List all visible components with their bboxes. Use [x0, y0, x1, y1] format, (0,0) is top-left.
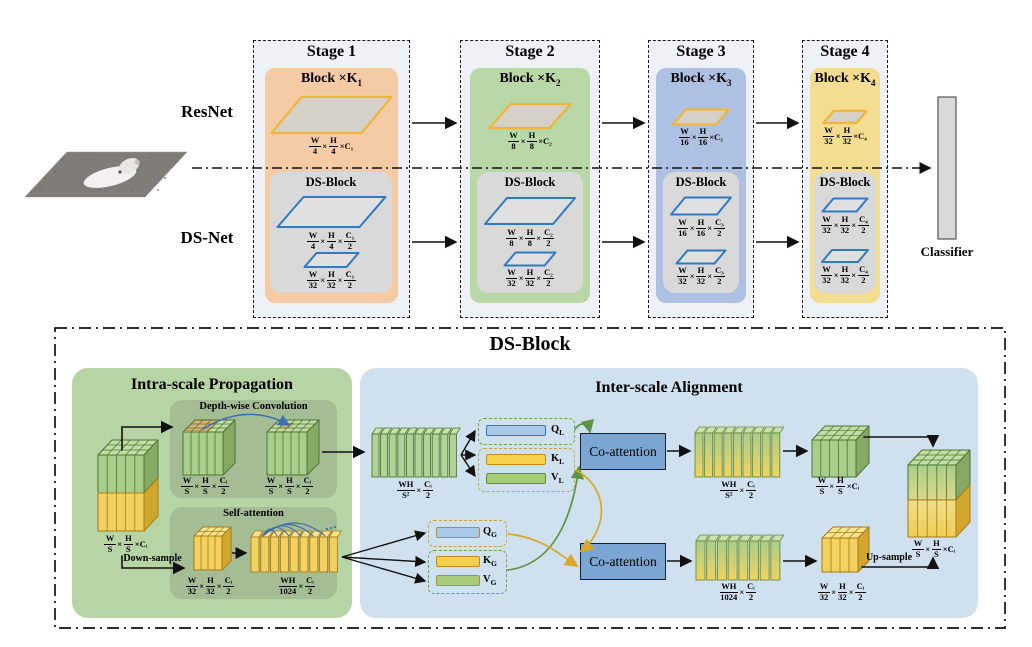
ds-block-section-title: DS-Block [489, 333, 571, 355]
co-attention-label: Co-attention [589, 443, 657, 459]
figure-drawing [24, 95, 1006, 629]
block-label-subscript: 4 [871, 77, 876, 88]
query-local-label: QL [551, 424, 565, 438]
stage-3-title: Stage 3 [676, 43, 726, 60]
query-local-bar [486, 425, 546, 436]
block-label-base: Block ×K [670, 71, 728, 86]
self-attention-title: Self-attention [223, 508, 284, 519]
co-attention-label: Co-attention [589, 553, 657, 569]
value-local-label: VL [551, 472, 564, 486]
stage-2-title: Stage 2 [505, 43, 555, 60]
stage-feature-maps [270, 95, 869, 268]
stage-2-dsblock-title: DS-Block [504, 175, 556, 189]
flow-arrows [192, 116, 932, 249]
down-sample-label: Down-sample [123, 553, 182, 564]
stage-1-block-label: Block ×K1 [265, 71, 398, 88]
depthwise-convolution-title: Depth-wise Convolution [199, 401, 308, 412]
intra-scale-title: Intra-scale Propagation [131, 376, 293, 393]
query-local-dashed-box [478, 418, 575, 445]
up-sample-label: Up-sample [865, 552, 913, 563]
stage-1-dsblock-panel [270, 172, 392, 293]
stage-1-dsblock-title: DS-Block [305, 175, 357, 189]
query-global-label: QG [483, 526, 498, 540]
block-label-base: Block ×K [499, 71, 557, 86]
key-value-global-dashed-box [428, 550, 507, 594]
co-attention-box-local: Co-attention [580, 433, 666, 470]
value-global-bar [436, 575, 480, 586]
stage-3-block-label: Block ×K3 [656, 71, 746, 88]
key-local-label: KL [551, 453, 565, 467]
query-global-dashed-box [428, 520, 507, 547]
stage-3-dsblock-panel [663, 172, 739, 293]
input-image [24, 151, 188, 198]
stage-4-title: Stage 4 [820, 43, 870, 60]
classifier-bar [937, 96, 957, 240]
key-global-label: KG [483, 555, 498, 569]
dsnet-row-label: DS-Net [180, 228, 234, 247]
tensor-cubes [97, 419, 971, 581]
stage-2-dsblock-panel [477, 172, 583, 293]
stage-4-block-label: Block ×K4 [810, 71, 880, 88]
key-local-bar [486, 454, 546, 465]
value-global-label: VG [483, 574, 497, 588]
value-local-bar [486, 473, 546, 484]
query-global-bar [436, 527, 480, 538]
key-global-bar [436, 556, 480, 567]
stage-4-dsblock-panel [814, 172, 876, 293]
resnet-row-label: ResNet [181, 102, 233, 121]
block-label-subscript: 3 [727, 77, 732, 88]
ds-block-arrows [121, 420, 940, 584]
block-label-base: Block ×K [300, 71, 358, 86]
stage-2-block-label: Block ×K2 [470, 71, 590, 88]
stage-1-title: Stage 1 [306, 43, 357, 60]
attention-routing-curves [202, 413, 603, 571]
stage-4-dsblock-title: DS-Block [819, 175, 871, 189]
block-label-subscript: 2 [556, 77, 561, 88]
inter-scale-title: Inter-scale Alignment [595, 379, 743, 396]
ds-block-container-border [54, 327, 1006, 629]
block-label-base: Block ×K [814, 71, 872, 86]
block-label-subscript: 1 [357, 77, 363, 88]
self-attention-arcs [262, 522, 337, 537]
classifier-label: Classifier [920, 244, 974, 259]
stage-3-dsblock-title: DS-Block [675, 175, 727, 189]
